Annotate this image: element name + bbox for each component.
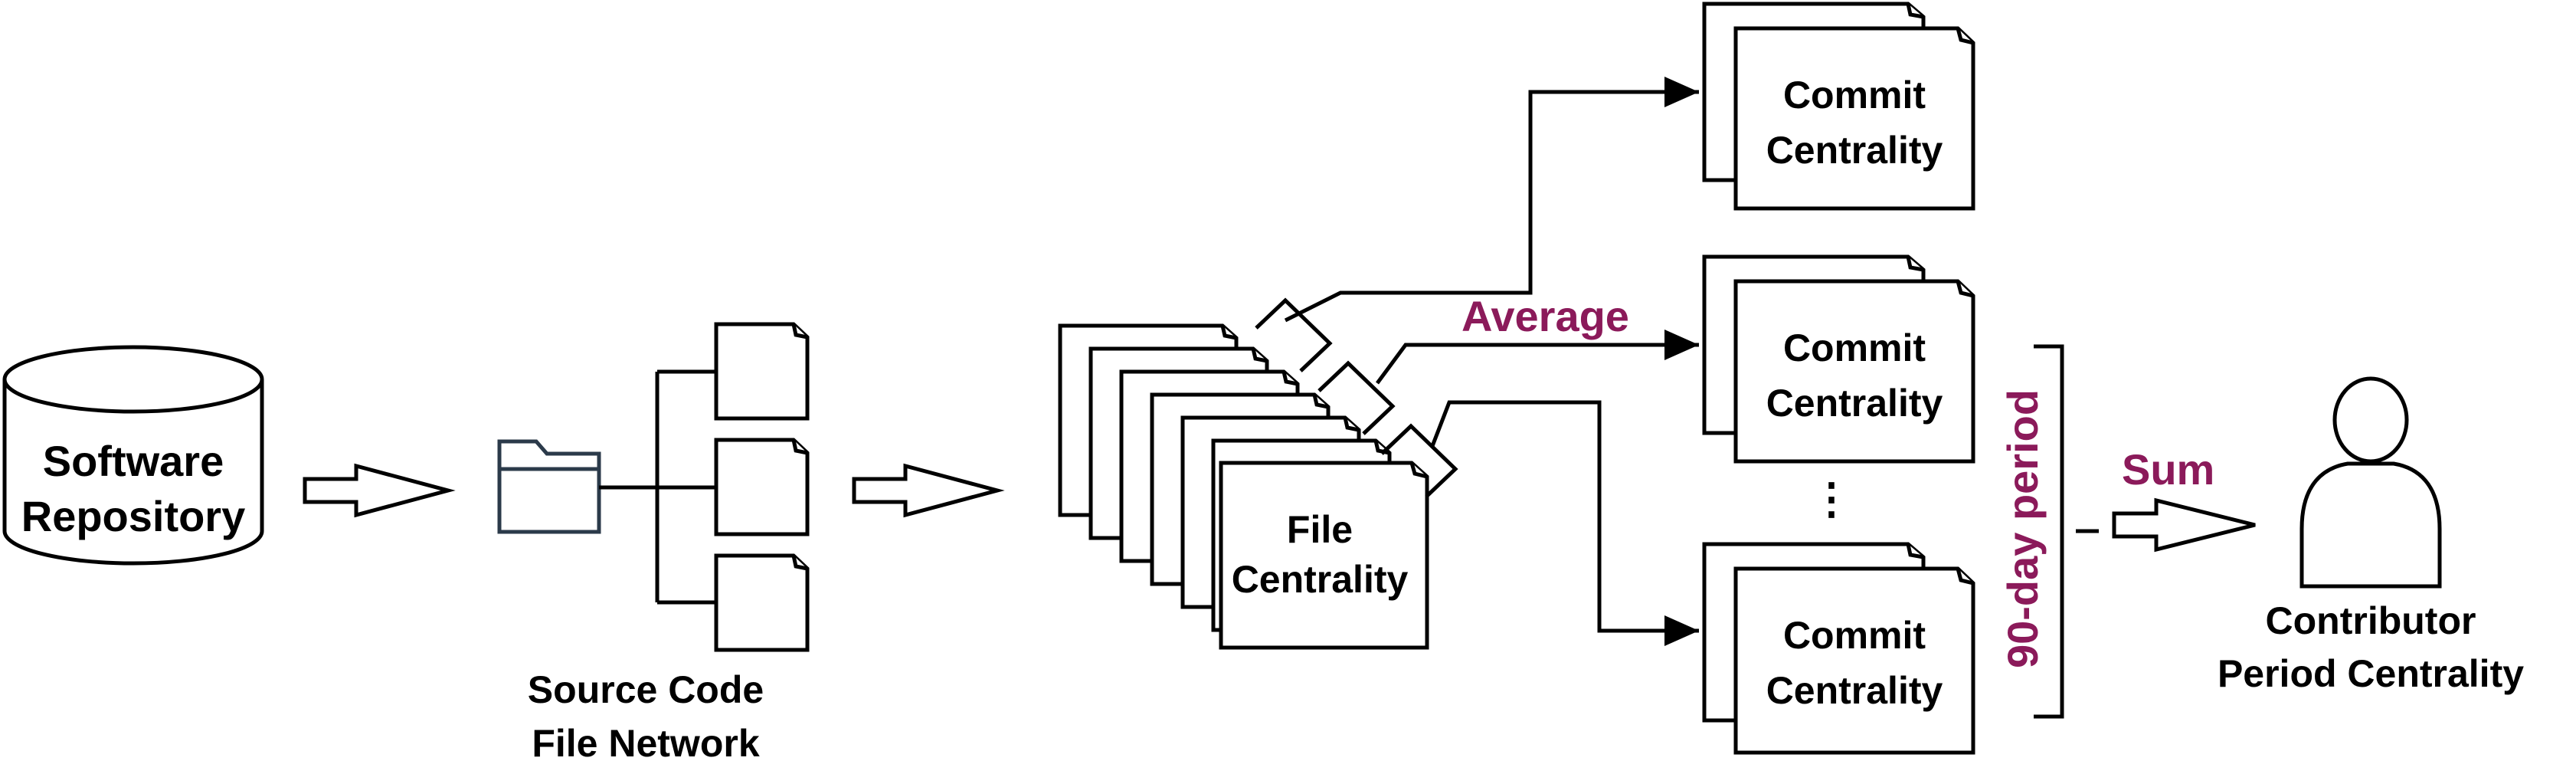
- file-centrality-stack: [1058, 323, 1429, 650]
- ellipsis: ⋮: [1810, 474, 1853, 523]
- file-network-label-line2: File Network: [532, 722, 759, 765]
- commit-2-label-line2: Centrality: [1766, 382, 1943, 425]
- commit-3-label-line1: Commit: [1783, 614, 1926, 657]
- connector-to-commit-3: [1430, 400, 1699, 646]
- commit-card-2: [1702, 254, 1975, 464]
- contributor-label-line2: Period Centrality: [2218, 652, 2524, 695]
- repository-label-line1: Software: [43, 437, 224, 485]
- commit-3-label-line2: Centrality: [1766, 669, 1943, 712]
- commit-1-label-line1: Commit: [1783, 74, 1926, 116]
- repository-label-line2: Repository: [21, 492, 246, 540]
- commit-card-3: [1702, 542, 1975, 755]
- file-network-label-line1: Source Code: [528, 668, 764, 711]
- network-tree-lines: [599, 369, 716, 605]
- commit-1-label-line2: Centrality: [1766, 129, 1943, 172]
- contributor-label-line1: Contributor: [2266, 599, 2476, 642]
- person-icon: [2299, 376, 2442, 589]
- connector-to-commit-2: [1375, 330, 1699, 385]
- hollow-arrow-icon: [852, 463, 1005, 518]
- average-label: Average: [1461, 292, 1629, 340]
- commit-2-label-line1: Commit: [1783, 326, 1926, 369]
- database-icon: [2, 345, 264, 566]
- commit-selection-brackets: [1255, 297, 1458, 498]
- document-icon: [714, 322, 810, 421]
- connector-to-commit-1: [1284, 77, 1699, 323]
- hollow-arrow-icon: [2112, 497, 2256, 553]
- period-bracket: [2034, 344, 2064, 719]
- period-label: 90-day period: [1998, 389, 2047, 668]
- document-icon: [714, 438, 810, 536]
- commit-card-1: [1702, 2, 1975, 211]
- sum-label: Sum: [2122, 445, 2214, 494]
- file-centrality-label-line1: File: [1287, 508, 1353, 551]
- folder-icon: [497, 439, 601, 534]
- file-centrality-card: [1219, 461, 1429, 650]
- file-centrality-label-line2: Centrality: [1232, 558, 1409, 601]
- document-icon: [714, 553, 810, 652]
- hollow-arrow-icon: [303, 463, 456, 518]
